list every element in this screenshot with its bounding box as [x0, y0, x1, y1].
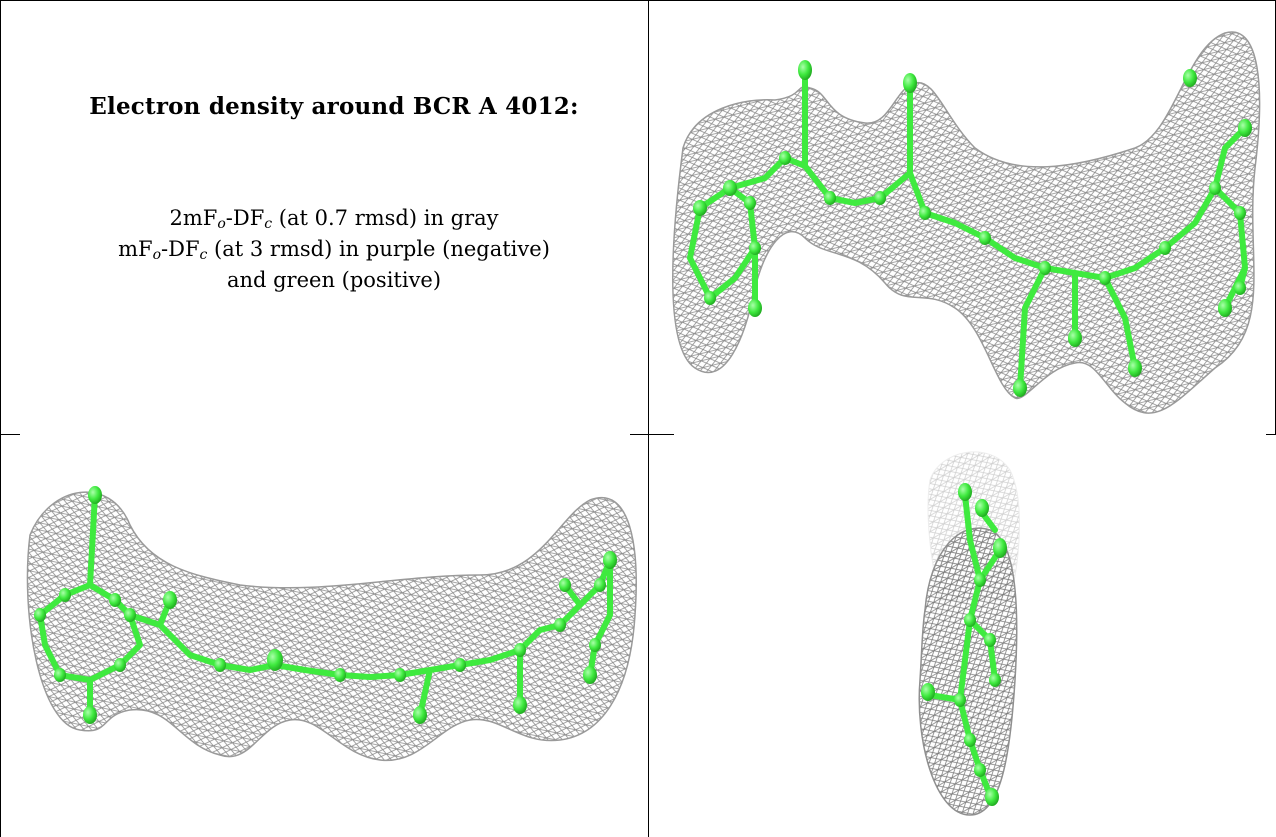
table-mid-rule-left — [0, 434, 20, 435]
caption-title: Electron density around BCR A 4012: — [89, 93, 579, 120]
density-view-top-svg — [26, 486, 637, 762]
caption-cell: Electron density around BCR A 4012: 2mFo… — [20, 0, 648, 434]
table-mid-rule-right — [1266, 434, 1276, 435]
caption-line-1: 2mFo-DFc (at 0.7 rmsd) in gray — [169, 206, 499, 232]
table-top-rule — [0, 0, 1276, 1]
density-mesh — [672, 31, 1261, 414]
density-view-side-svg — [672, 31, 1261, 414]
density-view-top — [20, 465, 640, 785]
density-mesh — [918, 527, 1018, 816]
molecule-atoms — [693, 60, 1252, 397]
molecule-atoms — [34, 486, 617, 724]
density-view-end-on — [900, 440, 1040, 830]
density-view-side — [655, 8, 1267, 428]
density-view-end-on-svg — [918, 451, 1020, 816]
table-mid-rule-center — [630, 434, 674, 435]
caption-line-3: and green (positive) — [226, 268, 442, 292]
caption-line-2: mFo-DFc (at 3 rmsd) in purple (negative) — [118, 237, 550, 263]
table-left-rule — [0, 0, 1, 837]
caption-body: 2mFo-DFc (at 0.7 rmsd) in gray mFo-DFc (… — [20, 203, 648, 296]
table-middle-rule — [648, 0, 649, 837]
density-mesh — [26, 491, 637, 762]
molecule-atoms — [921, 483, 1007, 806]
